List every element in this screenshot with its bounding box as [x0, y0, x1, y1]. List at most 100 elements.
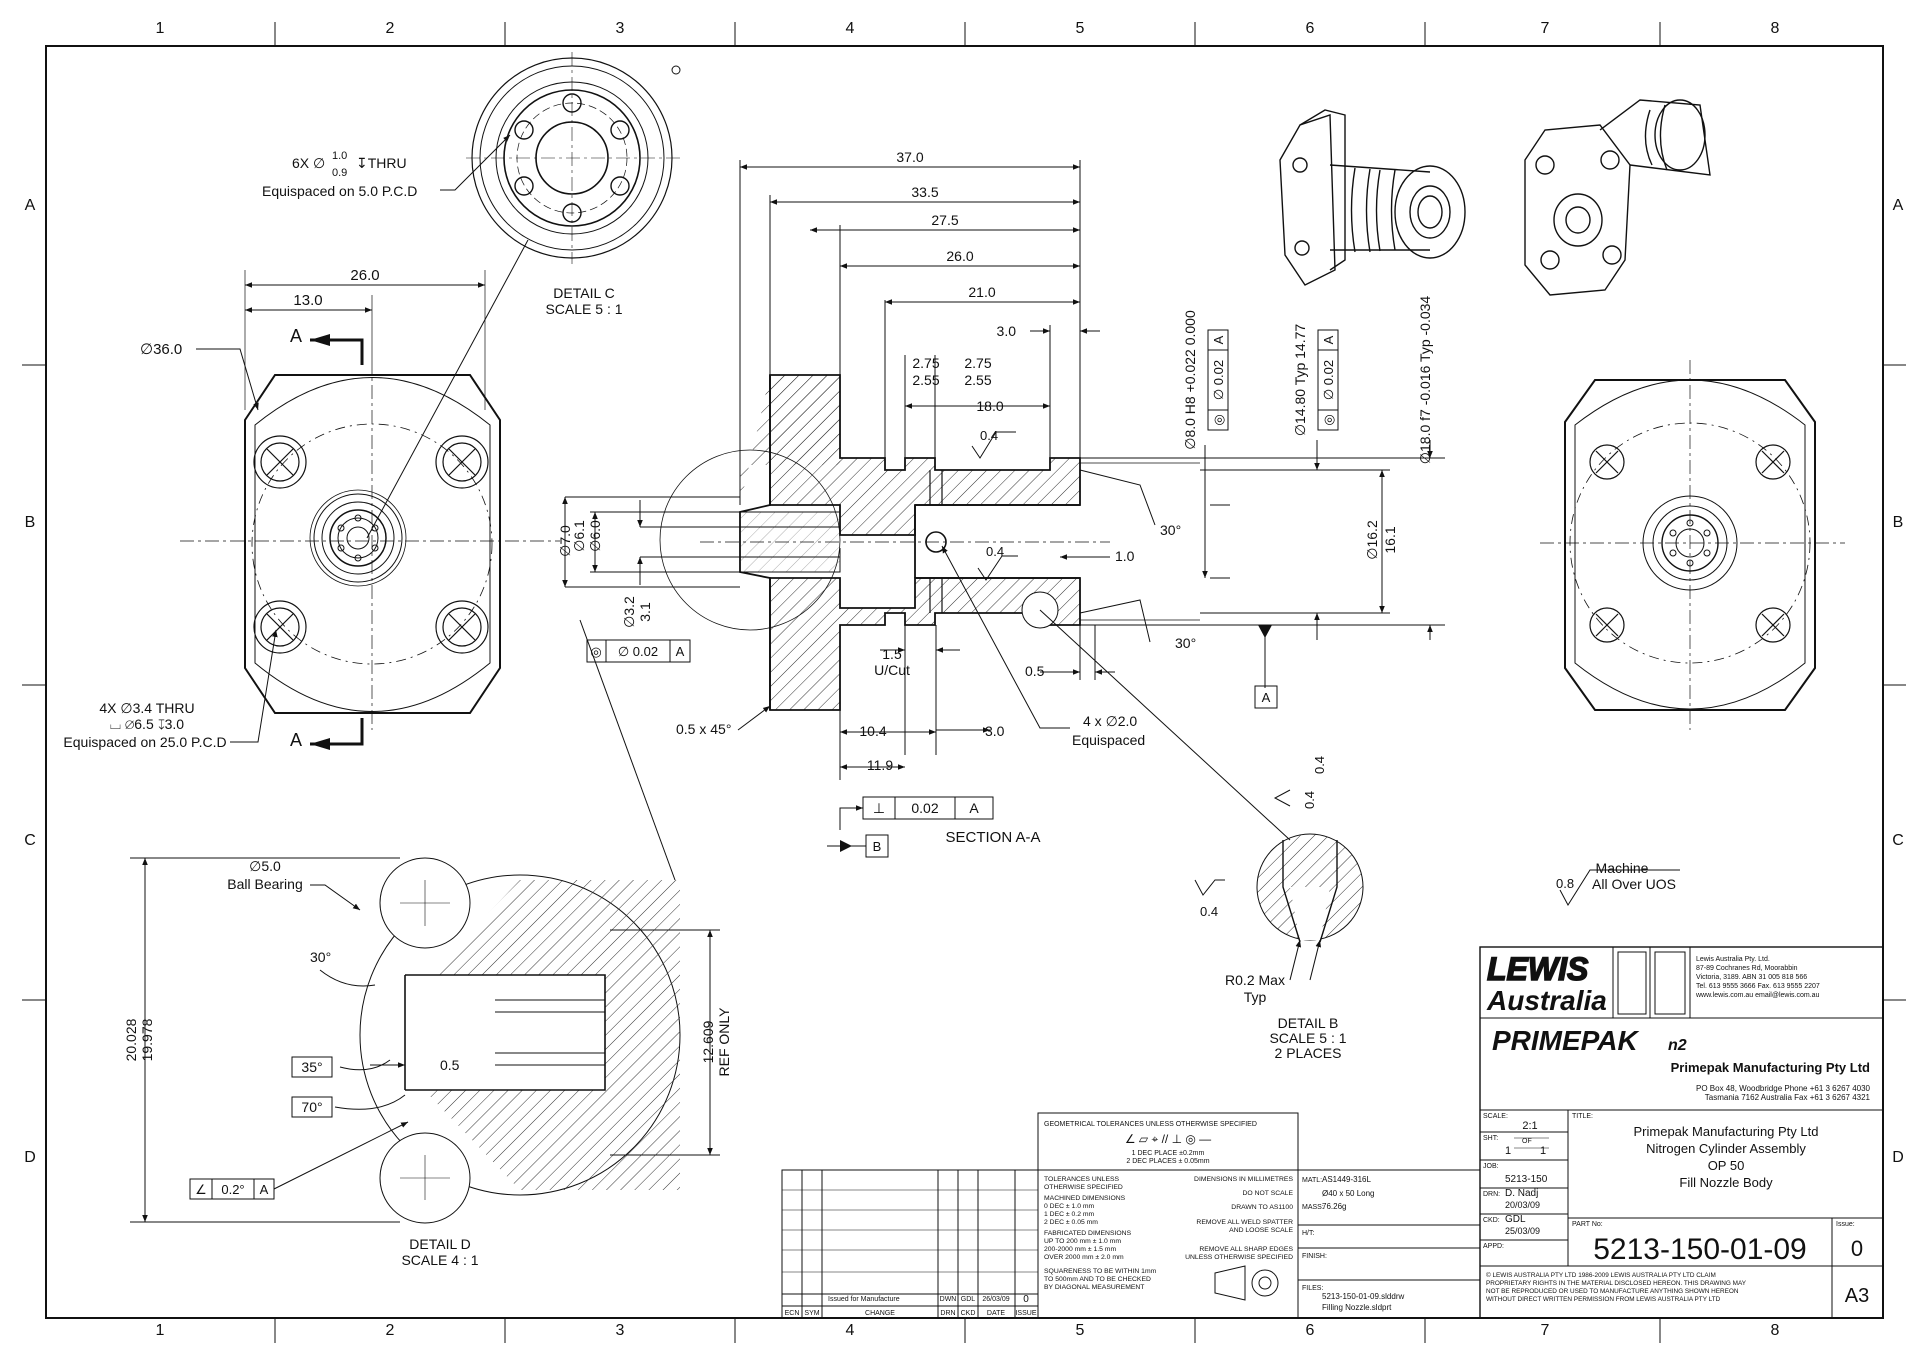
- groove-dim-1a: 2.75: [912, 355, 939, 371]
- dim-3: 3.0: [997, 323, 1017, 339]
- zone-row-D: D: [1892, 1149, 1904, 1166]
- detail-c-scale: SCALE 5 : 1: [545, 301, 622, 317]
- zone-col-2: 2: [386, 1322, 395, 1339]
- svg-text:AS1449-316L: AS1449-316L: [1322, 1175, 1371, 1184]
- hole-note-2: 4 x ∅2.0: [1083, 713, 1137, 729]
- dim-21: 21.0: [968, 284, 995, 300]
- groove-dim-1b: 2.55: [912, 372, 939, 388]
- dim-1-0: 1.0: [1115, 548, 1135, 564]
- svg-text:Filling Nozzle.sldprt: Filling Nozzle.sldprt: [1322, 1303, 1392, 1312]
- hole-note-equi: Equispaced: [1072, 732, 1145, 748]
- primepak-brand-sub: n2: [1668, 1037, 1687, 1054]
- zone-col-4: 4: [846, 1322, 855, 1339]
- svg-text:Ø40 x 50 Long: Ø40 x 50 Long: [1322, 1189, 1374, 1198]
- angularity-frame: ∠ 0.2° A: [189, 1121, 409, 1200]
- tolerance-line: 200-2000 mm ± 1.5 mm: [1044, 1246, 1116, 1253]
- dia-7-0: ∅7.0: [557, 525, 573, 557]
- detail-c-pcd: Equispaced on 5.0 P.C.D: [262, 183, 417, 199]
- svg-text:Lewis Australia Pty. Ltd.: Lewis Australia Pty. Ltd.: [1696, 956, 1770, 963]
- svg-text:25/03/09: 25/03/09: [1505, 1226, 1540, 1236]
- undercut-1-5: 1.5: [882, 646, 902, 662]
- zone-col-1: 1: [156, 1322, 165, 1339]
- dia-8-h8: ∅8.0 H8 +0.022 0.000: [1182, 310, 1198, 450]
- title-line-4: Fill Nozzle Body: [1679, 1175, 1773, 1190]
- tolerance-line: TOLERANCES UNLESS: [1044, 1176, 1120, 1183]
- detail-d-ref-only: REF ONLY: [716, 1007, 732, 1077]
- sheet-border: [45, 45, 1884, 1319]
- dim-37: 37.0: [896, 149, 923, 165]
- title-block-text: Issued for Manufacture DWN GDL 26/03/09 …: [785, 950, 1871, 1317]
- svg-text:Machine: Machine: [1596, 860, 1649, 876]
- isometric-view-1: [1279, 109, 1466, 286]
- zone-col-2: 2: [386, 20, 395, 37]
- datum-a: A: [1254, 625, 1278, 709]
- svg-text:◎: ◎: [1321, 414, 1336, 425]
- maker-name: Primepak Manufacturing Pty Ltd: [1671, 1060, 1870, 1075]
- tolerance-line: UP TO 200 mm ± 1.0 mm: [1044, 1238, 1121, 1245]
- dia-6-0: ∅6.0: [587, 520, 603, 552]
- tolerance-line: MACHINED DIMENSIONS: [1044, 1195, 1126, 1202]
- detail-b-scale: SCALE 5 : 1: [1269, 1030, 1346, 1046]
- dim-26: 26.0: [946, 248, 973, 264]
- tolerance-line: 2 DEC ± 0.05 mm: [1044, 1219, 1098, 1226]
- svg-text:5213-150: 5213-150: [1505, 1174, 1548, 1185]
- svg-text:CHANGE: CHANGE: [865, 1310, 895, 1317]
- tolerance-line: BY DIAGONAL MEASUREMENT: [1044, 1284, 1144, 1291]
- svg-text:◎: ◎: [1211, 414, 1226, 425]
- svg-text:A: A: [676, 644, 685, 659]
- svg-text:20/03/09: 20/03/09: [1505, 1200, 1540, 1210]
- svg-text:◎: ◎: [590, 644, 601, 659]
- roughness-top: 0.4: [980, 428, 998, 443]
- svg-text:DRN: DRN: [940, 1310, 955, 1317]
- svg-text:JOB:: JOB:: [1483, 1163, 1499, 1170]
- detail-b-radius-typ: Typ: [1244, 989, 1267, 1005]
- tolerance-line: FABRICATED DIMENSIONS: [1044, 1230, 1132, 1237]
- note-line: AND LOOSE SCALE: [1229, 1227, 1293, 1234]
- dim-3-0-bottom: 3.0: [985, 723, 1005, 739]
- zone-row-D: D: [24, 1149, 36, 1166]
- svg-text:5213-150-01-09.slddrw: 5213-150-01-09.slddrw: [1322, 1292, 1404, 1301]
- svg-text:1: 1: [1505, 1145, 1511, 1157]
- svg-text:SYM: SYM: [804, 1310, 819, 1317]
- zone-col-5: 5: [1076, 1322, 1085, 1339]
- angle-30-top: 30°: [1160, 522, 1181, 538]
- svg-text:Tel. 613 9555 3666 Fax. 613: Tel. 613 9555 3666 Fax. 613 9555 2207: [1696, 983, 1820, 990]
- svg-text:All Over UOS: All Over UOS: [1592, 876, 1676, 892]
- detail-d: ∅5.0 Ball Bearing 30° 35° 70° 0.5 20.028…: [123, 619, 732, 1268]
- detail-b-roughness-top: 0.4: [1312, 756, 1327, 774]
- svg-text:www.lewis.com.au email@lewi: www.lewis.com.au email@lewis.com.au: [1695, 992, 1820, 999]
- tolerance-line: TO 500mm AND TO BE CHECKED: [1044, 1276, 1151, 1283]
- svg-text:2 DEC PLACES ± 0.05mm: 2 DEC PLACES ± 0.05mm: [1126, 1158, 1209, 1165]
- dim-10-4: 10.4: [859, 723, 886, 739]
- svg-text:MATL:: MATL:: [1302, 1177, 1322, 1184]
- dim-0-5: 0.5: [1025, 663, 1045, 679]
- zone-col-6: 6: [1306, 1322, 1315, 1339]
- svg-text:CKD: CKD: [961, 1310, 976, 1317]
- svg-text:FINISH:: FINISH:: [1302, 1253, 1327, 1260]
- dia-3-2: ∅3.2: [621, 596, 637, 628]
- right-frame-2: ◎ ∅ 0.02 A: [1317, 329, 1339, 431]
- right-frame-1: ◎ ∅ 0.02 A: [1207, 329, 1229, 431]
- svg-text:OF: OF: [1522, 1138, 1532, 1145]
- angle-30-detail-d: 30°: [310, 949, 331, 965]
- dim-18: 18.0: [976, 398, 1003, 414]
- angle-30-bottom: 30°: [1175, 635, 1196, 651]
- detail-c-hole-suffix: ↧THRU: [356, 155, 407, 171]
- zone-row-B: B: [1893, 514, 1904, 531]
- hole-note-line-1: 4X ∅3.4 THRU: [99, 700, 194, 716]
- concentricity-frame: ◎ ∅ 0.02 A: [586, 639, 691, 663]
- section-marker-top: A: [290, 326, 302, 346]
- section-aa-title: SECTION A-A: [945, 829, 1040, 846]
- svg-text:2:1: 2:1: [1522, 1120, 1537, 1132]
- tolerance-line: SQUARENESS TO BE WITHIN 1mm: [1044, 1268, 1157, 1275]
- note-line: UNLESS OTHERWISE SPECIFIED: [1185, 1254, 1293, 1261]
- svg-text:87-89 Cochranes Rd, Moorabbin: 87-89 Cochranes Rd, Moorabbin: [1696, 965, 1798, 972]
- svg-text:⊥: ⊥: [873, 800, 885, 816]
- svg-text:GEOMETRICAL TOLERANCES UNLESS: GEOMETRICAL TOLERANCES UNLESS OTHERWISE …: [1044, 1121, 1257, 1128]
- groove-dim-2a: 2.75: [964, 355, 991, 371]
- zone-row-B: B: [25, 514, 36, 531]
- detail-d-scale: SCALE 4 : 1: [401, 1252, 478, 1268]
- title-line-3: OP 50: [1708, 1158, 1745, 1173]
- dim-33-5: 33.5: [911, 184, 938, 200]
